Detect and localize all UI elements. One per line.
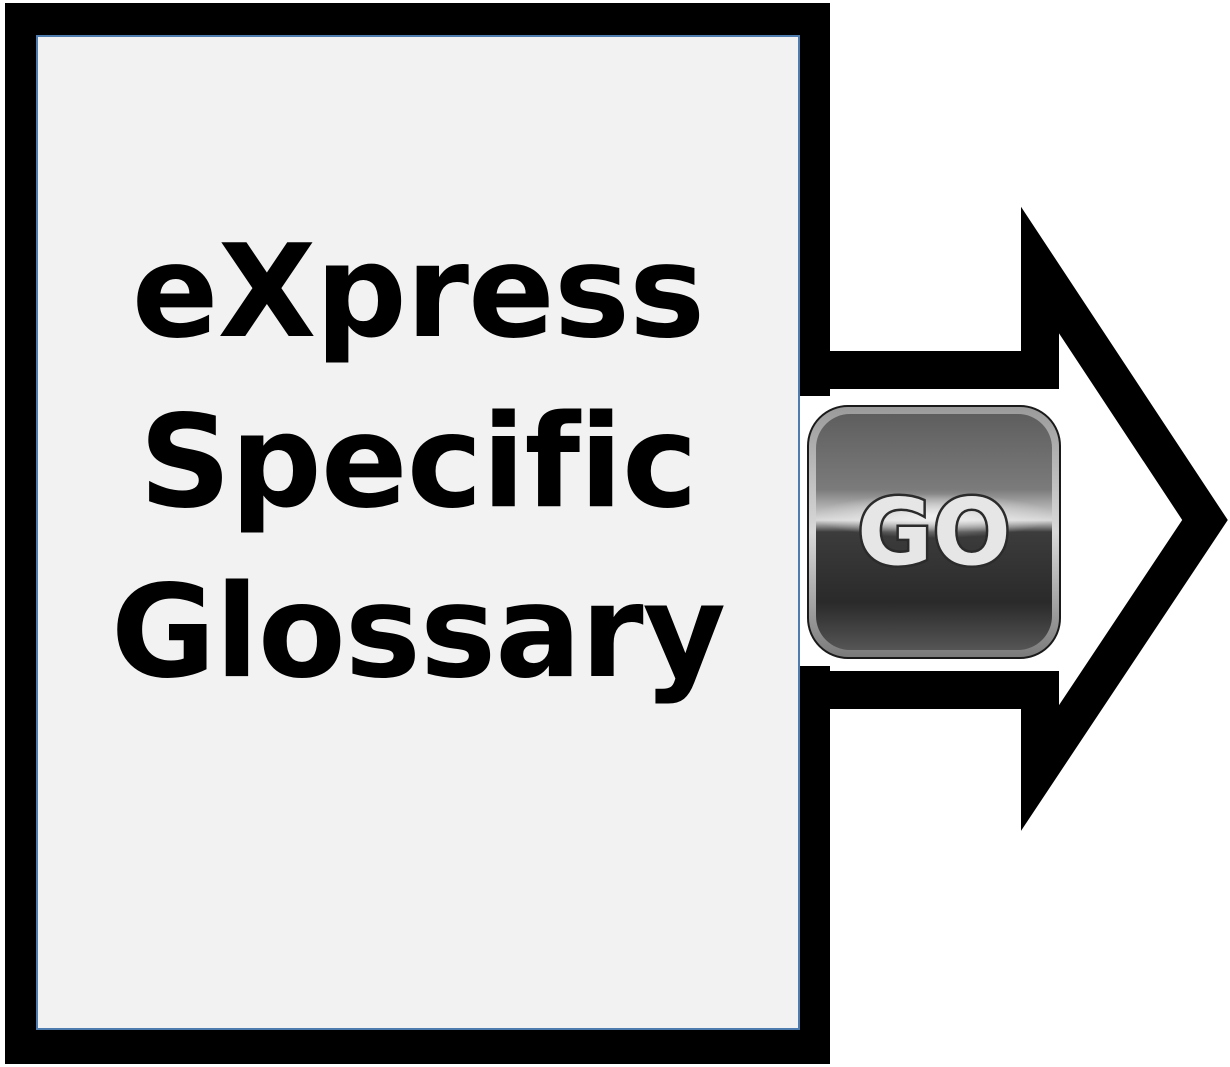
go-button[interactable]: GO (806, 404, 1062, 660)
title-line-2: Specific (139, 387, 698, 537)
glossary-card[interactable]: eXpress Specific Glossary (36, 35, 800, 1030)
go-button-graphic: GO (807, 405, 1061, 659)
title-line-1: eXpress (131, 217, 705, 367)
go-label: GO (857, 479, 1011, 586)
glossary-title: eXpress Specific Glossary (110, 208, 726, 718)
title-line-3: Glossary (110, 557, 726, 707)
